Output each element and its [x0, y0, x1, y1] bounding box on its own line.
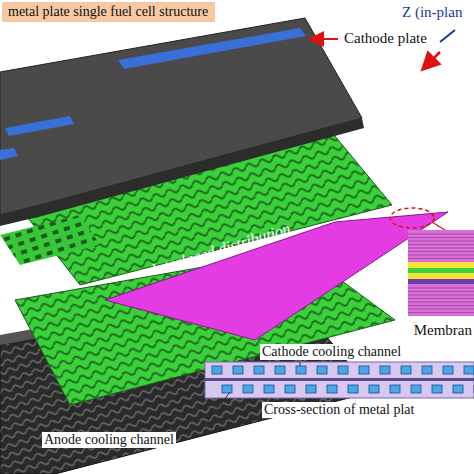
part-label: Membran [412, 322, 474, 339]
part-label: Cathode plate [342, 30, 429, 47]
axis-label: Z (in-plan [400, 4, 464, 21]
part-label: Anode cooling channel [42, 432, 176, 448]
part-label: Cross-section of metal plat [262, 402, 416, 418]
part-label: Cathode cooling channel [260, 344, 403, 360]
title-text: metal plate single fuel cell structure [8, 4, 209, 20]
title-box: metal plate single fuel cell structure [2, 2, 215, 22]
